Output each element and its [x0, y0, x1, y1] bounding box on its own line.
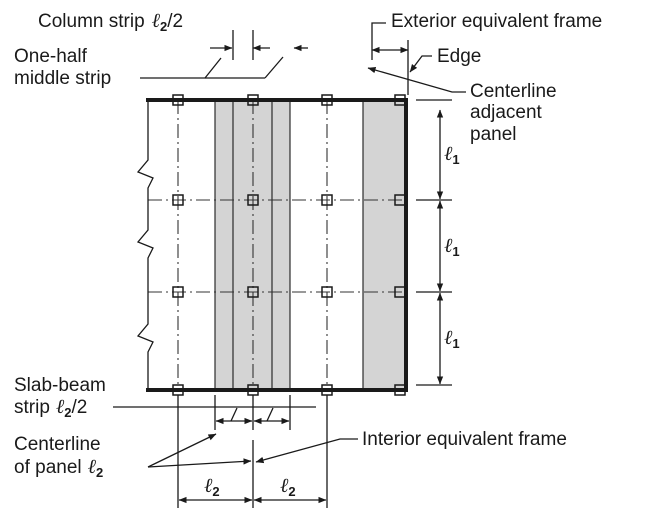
l1-label-2: ℓ1 — [444, 235, 460, 259]
exterior-frame-label: Exterior equivalent frame — [391, 11, 602, 32]
slab-beam-dimension — [214, 395, 291, 430]
middle-strip-label: middle strip — [14, 68, 111, 89]
centerline-bottom-label: Centerline — [14, 434, 101, 455]
exterior-frame-strip — [363, 100, 406, 390]
one-half-label: One-half — [14, 46, 88, 67]
centerline-label: Centerline — [470, 81, 557, 102]
interior-frame-annotation: Interior equivalent frame — [255, 429, 567, 464]
l2-label-left: ℓ2 — [204, 475, 220, 499]
break-line — [136, 100, 154, 390]
l1-dimensions: ℓ1 ℓ1 ℓ1 — [416, 99, 460, 386]
columns — [172, 94, 406, 396]
strip-label: strip — [14, 397, 50, 418]
l2-dimensions: ℓ2 ℓ2 — [177, 395, 328, 508]
slab-beam-label: Slab-beam — [14, 375, 106, 396]
exterior-frame-annotation: Exterior equivalent frame — [371, 11, 602, 95]
interior-frame-label: Interior equivalent frame — [362, 429, 567, 450]
strip-boundaries — [214, 100, 364, 390]
l2-label-right: ℓ2 — [280, 475, 296, 499]
middle-strip-annotation: One-half middle strip — [14, 46, 284, 89]
edge-annotation: Edge — [409, 46, 481, 73]
of-panel-label: of panel — [14, 457, 82, 478]
panel-label: panel — [470, 124, 517, 145]
column-centerlines — [177, 100, 328, 390]
slab-outline — [136, 98, 408, 392]
adjacent-label: adjacent — [470, 102, 543, 123]
l1-label-1: ℓ1 — [444, 143, 460, 167]
column-strip-label: Column strip — [38, 11, 145, 32]
row-centerlines — [148, 199, 406, 293]
l1-label-3: ℓ1 — [444, 327, 460, 351]
centerline-adjacent-annotation: Centerline adjacent panel — [367, 67, 557, 145]
edge-label: Edge — [437, 46, 481, 67]
